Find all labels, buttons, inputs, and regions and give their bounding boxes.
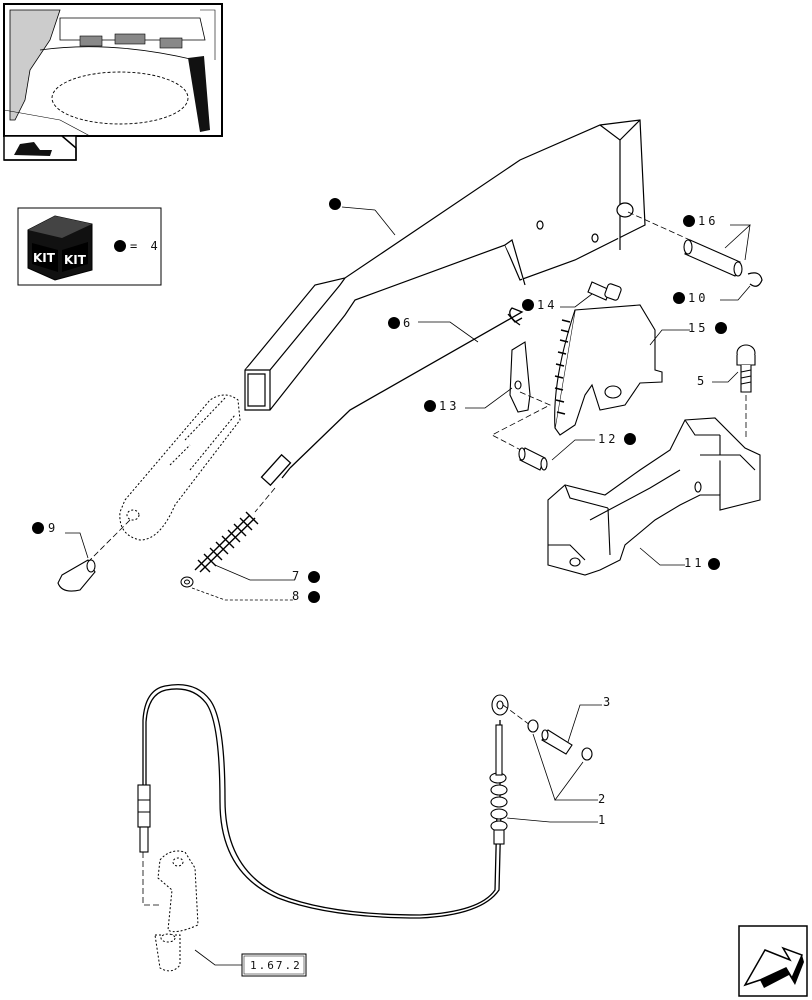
hand-grip [119, 394, 241, 541]
part-14-pin [587, 281, 622, 301]
cable-end-right [489, 694, 509, 845]
kit-legend: KIT KIT = 4 [17, 207, 162, 286]
bullet-10 [673, 292, 685, 304]
callout-11: 11 [684, 556, 704, 570]
reference-label: 1.67.2 [250, 959, 302, 972]
lever-arm-dotted [154, 850, 199, 972]
part-11-bracket [547, 417, 761, 576]
part-5-bolt [736, 344, 756, 393]
kit-text-right: KIT [64, 253, 87, 267]
next-page-arrow-icon[interactable] [738, 925, 808, 997]
callout-15: 15 [688, 321, 708, 335]
handbrake-lever [244, 119, 646, 411]
part-7-spring [194, 511, 259, 573]
callout-13: 13 [439, 399, 459, 413]
bullet-14 [522, 299, 534, 311]
part-2-clip [527, 719, 593, 761]
part-6-rod [260, 307, 524, 487]
bullet-16 [683, 215, 695, 227]
callout-10: 10 [688, 291, 708, 305]
kit-legend-value: = 4 [130, 239, 161, 253]
part-12-pin [518, 447, 548, 471]
callout-7: 7 [292, 569, 302, 583]
callout-8: 8 [292, 589, 302, 603]
part-10-clip [747, 272, 763, 287]
kit-box-icon: KIT KIT [27, 215, 93, 281]
cable-end-left [137, 784, 151, 853]
callout-3: 3 [603, 695, 613, 709]
tractor-corner-icon [3, 135, 77, 161]
callout-9: 9 [48, 521, 58, 535]
part-1-cable [142, 683, 502, 919]
part-15-ratchet [554, 304, 663, 436]
bullet-marker [114, 240, 126, 252]
part-9-cap [57, 559, 96, 592]
bullet-8 [308, 591, 320, 603]
bullet-15 [715, 322, 727, 334]
callout-5: 5 [697, 374, 707, 388]
callout-16: 16 [698, 214, 718, 228]
callout-6: 6 [403, 316, 413, 330]
callout-2: 2 [598, 792, 608, 806]
part-8-washer [180, 576, 194, 588]
bullet-11 [708, 558, 720, 570]
part-13-latch [509, 341, 531, 413]
thumbnail-view [3, 3, 223, 137]
bullet-7 [308, 571, 320, 583]
part-3-pin [541, 729, 573, 755]
callout-1: 1 [598, 813, 608, 827]
callout-12: 12 [598, 432, 618, 446]
bullet-12 [624, 433, 636, 445]
part-16-pin [683, 239, 743, 277]
reference-box: 1.67.2 [241, 953, 307, 977]
callout-14: 14 [537, 298, 557, 312]
bullet-lever [329, 198, 341, 210]
bullet-9 [32, 522, 44, 534]
bullet-13 [424, 400, 436, 412]
kit-text-left: KIT [33, 251, 56, 265]
bullet-6 [388, 317, 400, 329]
